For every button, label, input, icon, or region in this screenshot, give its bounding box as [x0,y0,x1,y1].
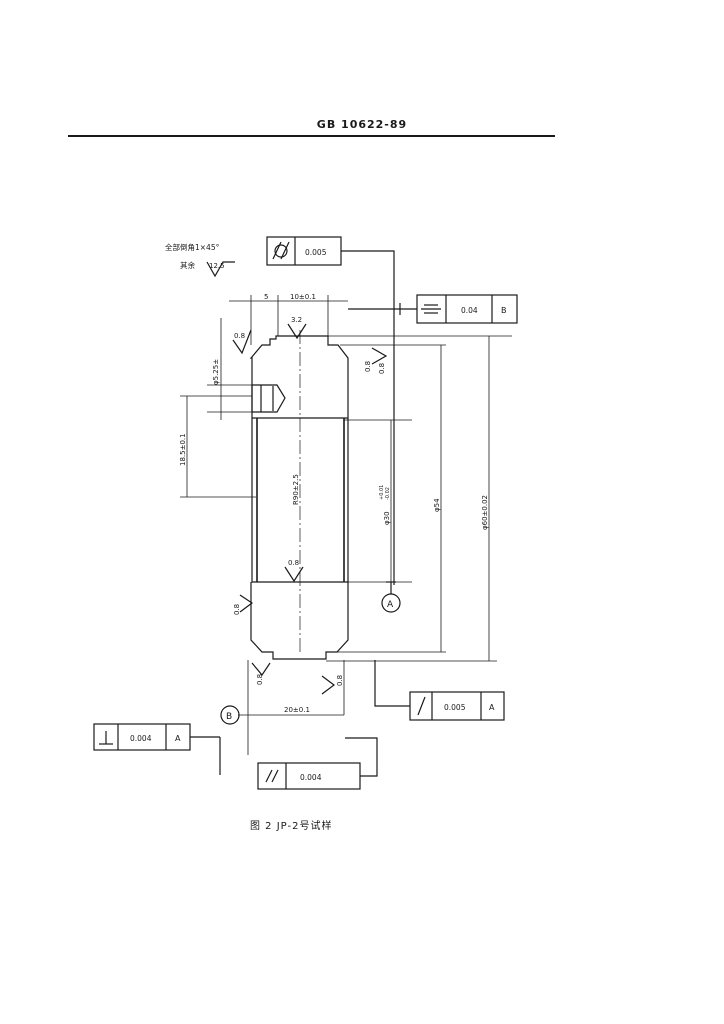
roughness-symbol [251,662,271,677]
circularity-frame [266,236,342,266]
dim-top-offset: 5 [264,293,268,301]
roughness-symbol [371,347,388,365]
header-rule [68,135,555,137]
datum-a-label: A [387,600,394,610]
standard-number: GB 10622-89 [316,118,408,131]
roughness-symbol [287,323,307,340]
roughness-symbol [232,329,252,355]
dim-dia-54: φ54 [433,498,441,512]
dim-bore-tol-upper: +0.01 [379,485,385,500]
roughness-value: 0.8 [336,675,344,686]
roughness-symbol [284,566,304,583]
roughness-symbol [321,675,335,695]
roughness-symbol [239,594,254,613]
roughness-value: 0.8 [364,361,372,372]
dim-height-left: 18.5±0.1 [179,433,187,466]
dim-bottom-width: 20±0.1 [284,706,310,714]
roughness-value: 0.8 [288,559,299,567]
rest-note: 其余 [180,260,195,270]
side-hole [251,384,286,413]
roughness-value: 0.8 [256,674,264,685]
chamfer-note: 全部倒角1×45° [165,242,220,252]
roughness-symbol-rest [206,261,235,278]
symmetry-value: 0.04 [461,306,478,315]
rest-roughness-value: 12.5 [209,262,225,270]
dim-hole-dia: φ5.25± [212,359,220,385]
datum-b-label: B [226,712,232,722]
datum-a-circle [381,593,401,613]
runout-datum: A [489,703,495,712]
roughness-value: 0.8 [234,332,245,340]
roughness-value: 3.2 [291,316,302,324]
dim-bore-tol-lower: -0.02 [385,487,391,500]
part-outline [249,335,349,583]
datum-b-circle [220,705,240,725]
symmetry-datum: B [501,306,507,315]
roughness-value: 0.8 [233,604,241,615]
dim-bore: φ30 [383,511,391,525]
perpendicularity-value: 0.004 [130,734,152,743]
roughness-value: 0.8 [378,363,386,374]
runout-value: 0.005 [444,703,466,712]
part-bottom [250,582,349,660]
drawing-labels: 全部倒角1×45° 其余 12.5 0.005 0.04 B 0.004 A 0… [130,242,507,782]
perpendicularity-datum: A [175,734,181,743]
dim-dia-60: φ60±0.02 [481,495,489,530]
dim-top-width: 10±0.1 [290,293,316,301]
parallelism-value: 0.004 [300,773,322,782]
dim-radius: R90±2.5 [292,474,300,505]
circularity-value: 0.005 [305,248,327,257]
figure-caption: 图 2 JP-2号试样 [250,821,333,832]
